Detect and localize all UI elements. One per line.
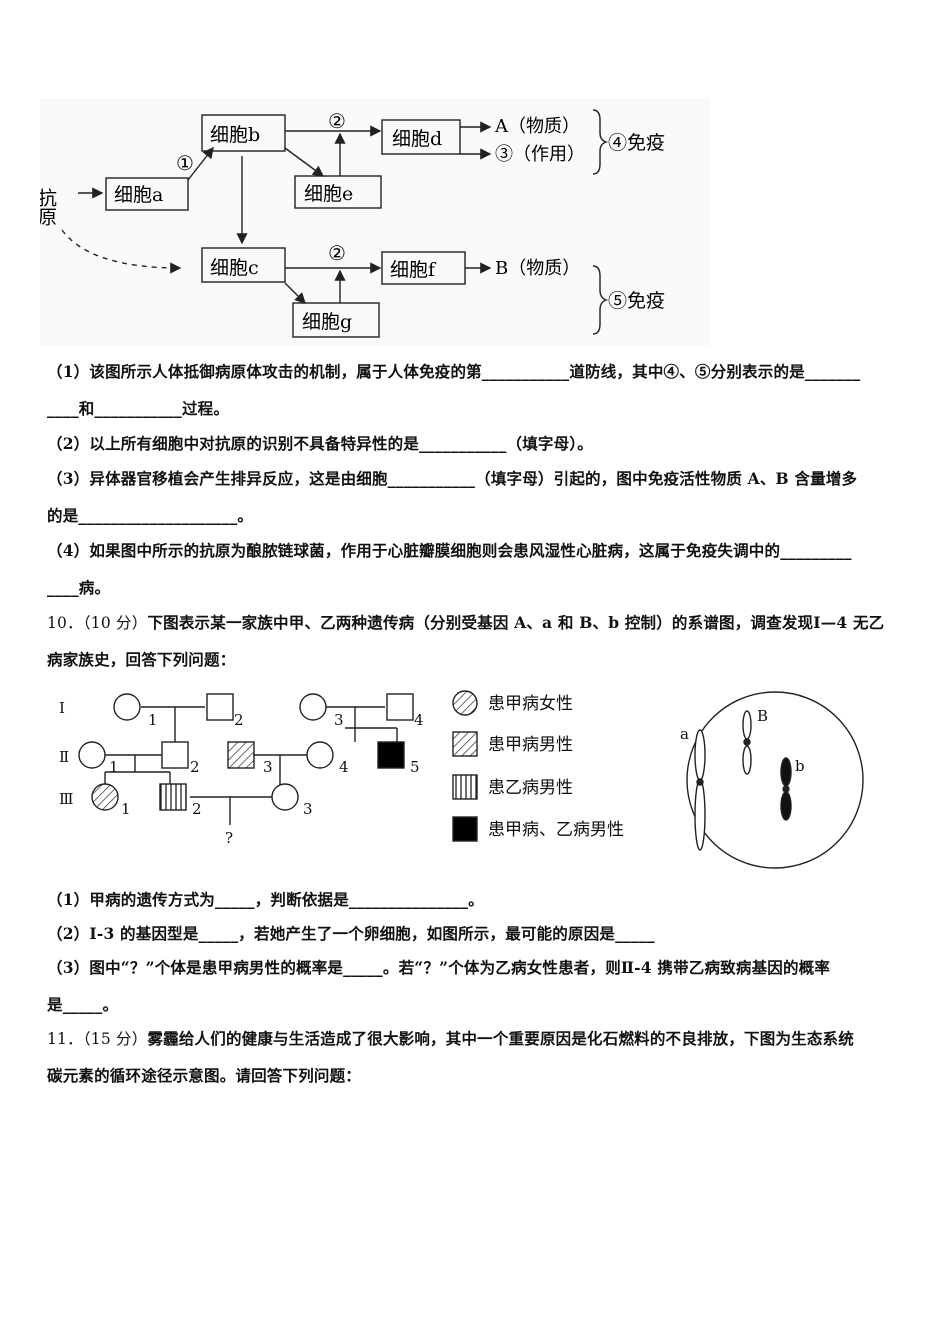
immune-diagram: 抗原 细胞a 细胞b 细胞d 细胞e 细胞c 细胞f 细胞g ① ② ② A（物… <box>40 98 710 346</box>
i3-number: 3 <box>334 711 344 729</box>
iii3-number: 3 <box>303 800 313 818</box>
iii2-number: 2 <box>192 800 202 818</box>
legend-4: 患甲病、乙病男性 <box>488 820 624 840</box>
i2-number: 2 <box>234 711 244 729</box>
q9-part4-line2: ____病。 <box>47 578 111 597</box>
immunity-4-label: ④免疫 <box>608 132 665 154</box>
q9-part3-line2: 的是____________________。 <box>47 506 254 525</box>
immunity-5-label: ⑤免疫 <box>608 290 665 312</box>
q9-part2: （2）以上所有细胞中对抗原的识别不具备特异性的是___________（填字母）… <box>47 434 593 453</box>
cell-d-label: 细胞d <box>392 128 442 150</box>
cell-c-label: 细胞c <box>210 257 259 279</box>
legend-1: 患甲病女性 <box>488 694 573 714</box>
pedigree-figure: Ⅰ Ⅱ Ⅲ 1 2 3 4 1 2 3 4 5 1 2 3 ? 患甲病女性 患甲… <box>59 690 864 869</box>
chromosome-B-label: B <box>757 707 768 725</box>
cell-b-label: 细胞b <box>210 124 260 146</box>
ii4-number: 4 <box>339 758 349 776</box>
q10-number: 10． <box>47 614 83 632</box>
q11-score: （15 分） <box>82 1030 148 1048</box>
cell-e-label: 细胞e <box>304 183 353 205</box>
iii1-number: 1 <box>121 800 131 818</box>
q9-part1-line1: （1）该图所示人体抵御病原体攻击的机制，属于人体免疫的第___________道… <box>47 362 861 381</box>
q11-stem-text: 雾霾给人们的健康与生活造成了很大影响，其中一个重要原因是化石燃料的不良排放，下图… <box>147 1029 854 1048</box>
cell-g-label: 细胞g <box>302 311 352 333</box>
output-3-label: ③（作用） <box>495 144 585 165</box>
i4-number: 4 <box>414 711 424 729</box>
q10-part3-line2: 是_____。 <box>47 995 119 1014</box>
q9-part4-line1: （4）如果图中所示的抗原为酿脓链球菌，作用于心脏瓣膜细胞则会患风湿性心脏病，这属… <box>47 541 852 560</box>
gen-2-label: Ⅱ <box>59 748 69 766</box>
q9-part3-line1: （3）异体器官移植会产生排异反应，这是由细胞___________（填字母）引起… <box>47 469 858 488</box>
gen-1-label: Ⅰ <box>59 699 65 717</box>
legend-2: 患甲病男性 <box>488 735 573 755</box>
q10-stem-text: 下图表示某一家族中甲、乙两种遗传病（分别受基因 A、a 和 B、b 控制）的系谱… <box>147 613 885 632</box>
step-1-label: ① <box>176 151 194 175</box>
i1-number: 1 <box>148 711 158 729</box>
ii3-number: 3 <box>263 758 273 776</box>
cell-a-label: 细胞a <box>114 184 163 206</box>
cell-f-label: 细胞f <box>390 259 437 281</box>
q10-stem-line2: 病家族史，回答下列问题： <box>47 650 236 669</box>
ii5-number: 5 <box>410 758 420 776</box>
unknown-marker: ? <box>225 829 233 847</box>
q11-stem-line2: 碳元素的循环途径示意图。请回答下列问题： <box>47 1066 362 1085</box>
q10-part2: （2）Ⅰ-3 的基因型是_____，若她产生了一个卵细胞，如图所示，最可能的原因… <box>47 924 655 943</box>
ii1-number: 1 <box>109 758 119 776</box>
q10-stem-line1: 10．（10 分）下图表示某一家族中甲、乙两种遗传病（分别受基因 A、a 和 B… <box>47 611 884 633</box>
chromosome-b-label: b <box>795 757 805 775</box>
chromosome-a-label: a <box>680 725 689 743</box>
output-a-label: A（物质） <box>494 116 580 137</box>
legend-3: 患乙病男性 <box>488 778 573 798</box>
antigen-label: 抗原 <box>40 188 57 226</box>
q11-stem-line1: 11．（15 分）雾霾给人们的健康与生活造成了很大影响，其中一个重要原因是化石燃… <box>47 1027 854 1049</box>
q10-score: （10 分） <box>82 614 148 632</box>
step-2-bottom-label: ② <box>328 241 346 265</box>
q11-number: 11． <box>47 1030 83 1048</box>
step-2-top-label: ② <box>328 109 346 133</box>
gen-3-label: Ⅲ <box>59 790 73 808</box>
q9-part1-line2: ____和___________过程。 <box>47 399 230 418</box>
output-b-label: B（物质） <box>495 258 580 279</box>
q10-part1: （1）甲病的遗传方式为_____，判断依据是_______________。 <box>47 890 484 909</box>
q10-part3-line1: （3）图中“？”个体是患甲病男性的概率是_____。若“？”个体为乙病女性患者，… <box>47 958 831 977</box>
ii2-number: 2 <box>190 758 200 776</box>
